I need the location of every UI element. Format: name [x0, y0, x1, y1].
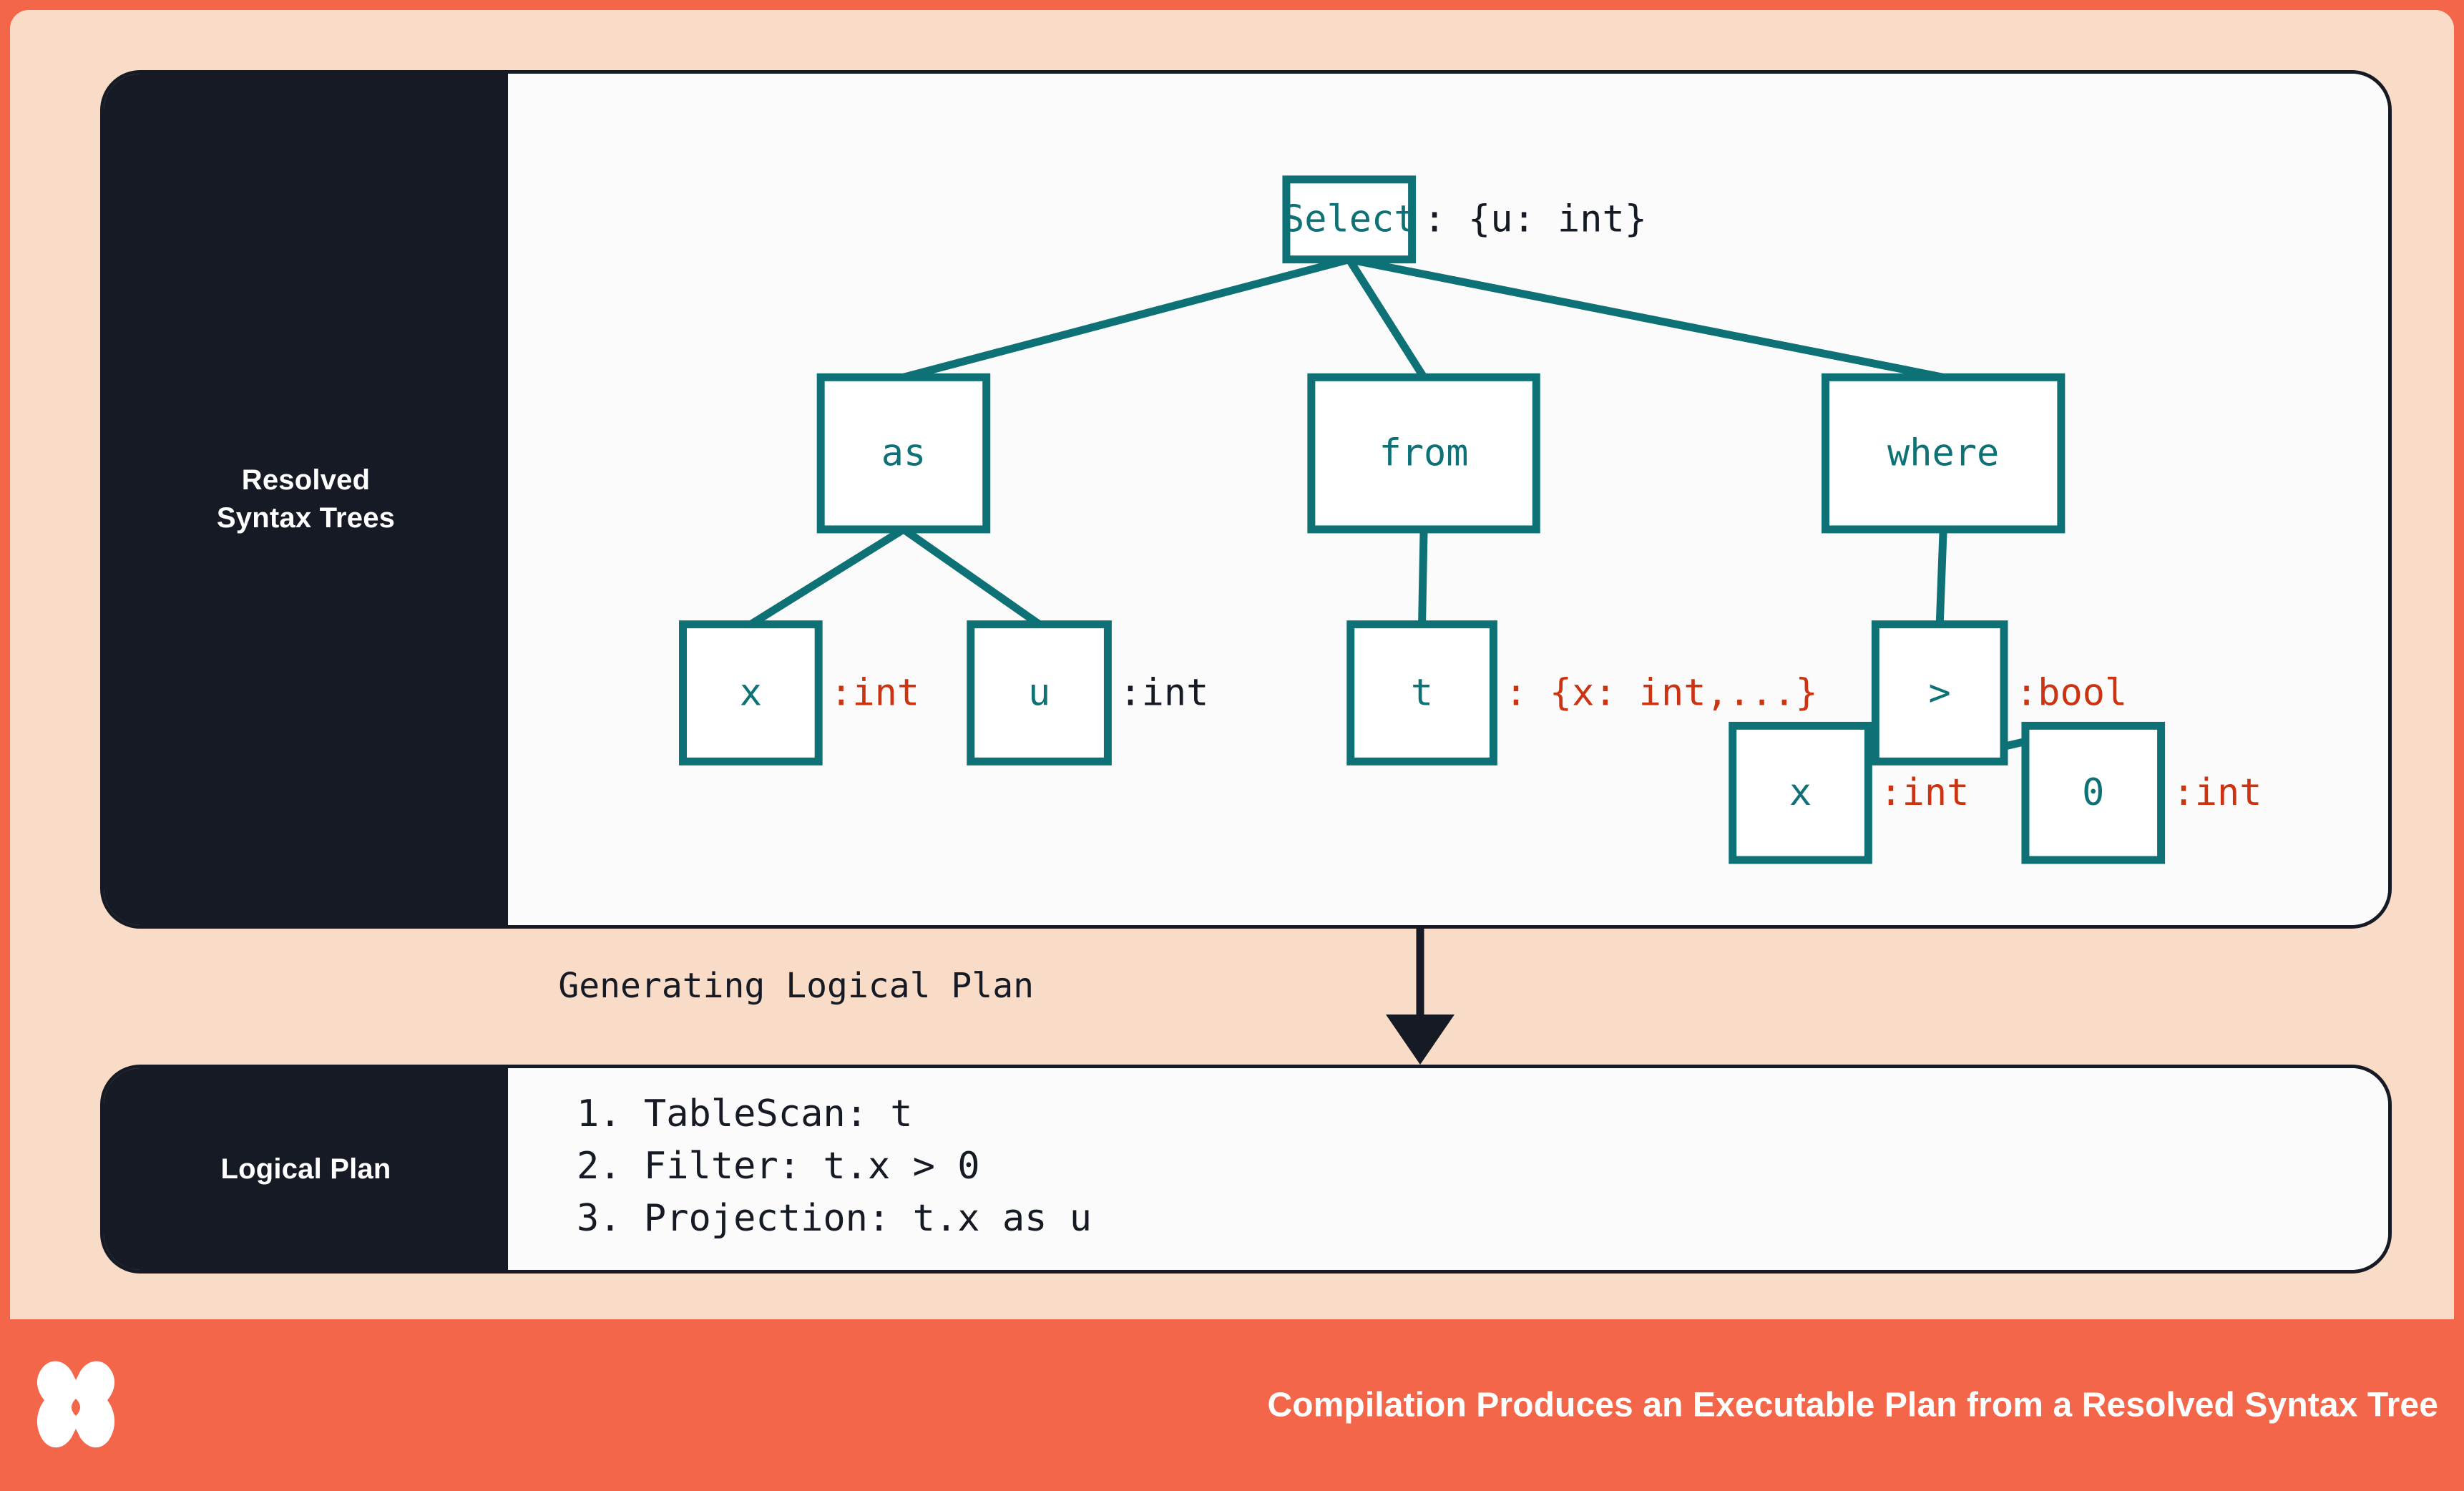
- node-type-annotation: : {x: int,...}: [1505, 671, 1817, 714]
- tree-node-from[interactable]: from: [1311, 377, 1536, 529]
- node-type-annotation: :int: [830, 671, 919, 714]
- tree-panel-label-line2: Syntax Trees: [217, 499, 395, 537]
- node-type-annotation: :int: [1879, 771, 1969, 814]
- down-arrow-icon: [100, 929, 2392, 1065]
- tree-edge: [904, 529, 1040, 625]
- tree-canvas: Select: {u: int} as from where x :int u :int t : …: [508, 74, 2388, 925]
- butterfly-x-logo: [33, 1359, 119, 1452]
- plan-step: 3. Projection: t.x as u: [577, 1193, 2374, 1245]
- tree-node-as-x[interactable]: x :int: [683, 625, 920, 762]
- node-label: x: [1789, 771, 1812, 814]
- node-type-annotation: : {u: int}: [1424, 198, 1647, 241]
- tree-edge: [1349, 260, 1943, 378]
- plan-step: 1. TableScan: t: [577, 1088, 2374, 1140]
- logical-plan-steps: 1. TableScan: t2. Filter: t.x > 03. Proj…: [577, 1088, 2374, 1244]
- node-type-annotation: :int: [1119, 671, 1208, 714]
- tree-node-gt-0[interactable]: 0 :int: [2025, 725, 2262, 860]
- node-label: where: [1887, 432, 1999, 475]
- tree-node-where[interactable]: where: [1825, 377, 2060, 529]
- plan-panel-label: Logical Plan: [104, 1068, 508, 1270]
- node-label: Select: [1282, 198, 1416, 241]
- node-type-annotation: :int: [2173, 771, 2262, 814]
- tree-node-select[interactable]: Select: {u: int}: [1282, 180, 1647, 260]
- plan-step: 2. Filter: t.x > 0: [577, 1140, 2374, 1193]
- plan-panel-label-text: Logical Plan: [220, 1150, 391, 1188]
- plan-canvas: 1. TableScan: t2. Filter: t.x > 03. Proj…: [508, 1068, 2388, 1270]
- node-label: u: [1028, 671, 1050, 714]
- syntax-tree-graphic: Select: {u: int} as from where x :int u :int t : …: [508, 74, 2388, 925]
- node-type-annotation: :bool: [2015, 671, 2127, 714]
- tree-edge: [751, 529, 904, 625]
- tree-panel-label-line1: Resolved: [217, 461, 395, 499]
- logical-plan-panel: Logical Plan 1. TableScan: t2. Filter: t…: [100, 1065, 2392, 1274]
- node-label: >: [1929, 671, 1951, 714]
- footer-caption: Compilation Produces an Executable Plan …: [1267, 1386, 2438, 1425]
- transition-region: Generating Logical Plan: [100, 929, 2392, 1065]
- tree-edge: [1349, 260, 1424, 378]
- node-label: x: [740, 671, 762, 714]
- tree-panel-label: Resolved Syntax Trees: [104, 74, 508, 925]
- tree-edge: [904, 260, 1349, 378]
- node-label: from: [1379, 432, 1469, 475]
- node-label: t: [1411, 671, 1433, 714]
- footer-bar: Compilation Produces an Executable Plan …: [0, 1319, 2464, 1491]
- tree-edge: [1422, 529, 1424, 625]
- resolved-syntax-trees-panel: Resolved Syntax Trees Select: {u: int} as…: [100, 70, 2392, 929]
- node-label: 0: [2082, 771, 2104, 814]
- node-label: as: [881, 432, 926, 475]
- tree-node-as-u[interactable]: u :int: [971, 625, 1209, 762]
- tree-edge: [1940, 529, 1943, 625]
- tree-node-as[interactable]: as: [821, 377, 987, 529]
